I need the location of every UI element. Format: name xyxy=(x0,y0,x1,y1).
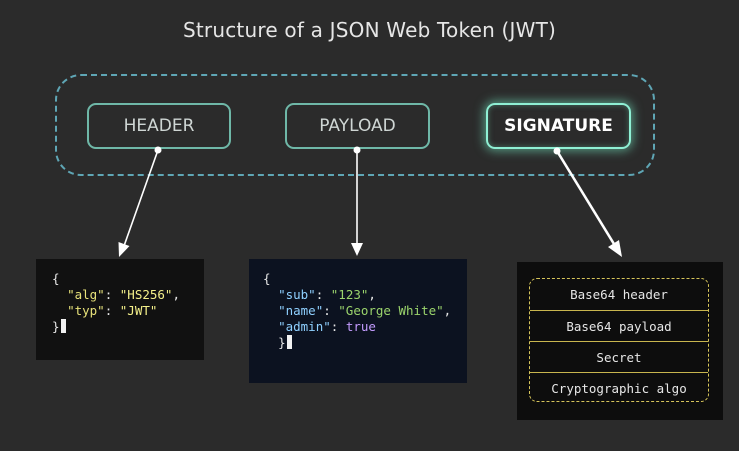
sub-value: "123" xyxy=(330,287,369,302)
name-key: "name" xyxy=(278,303,324,318)
signature-components-box: Base64 header Base64 payload Secret Cryp… xyxy=(529,278,709,402)
sub-key: "sub" xyxy=(278,287,316,302)
brace-close: } xyxy=(52,319,60,334)
signature-component: Base64 header xyxy=(570,287,668,302)
text-cursor xyxy=(60,319,66,333)
signature-component: Base64 payload xyxy=(530,310,708,341)
name-value: "George White" xyxy=(338,303,444,318)
admin-value: true xyxy=(345,319,376,334)
payload-json-panel: { "sub": "123", "name": "George White", … xyxy=(249,259,467,383)
page-title: Structure of a JSON Web Token (JWT) xyxy=(182,18,556,42)
alg-value: "HS256" xyxy=(119,287,173,302)
header-json-panel: { "alg": "HS256", "typ": "JWT" } xyxy=(36,259,204,360)
header-part-box: HEADER xyxy=(87,103,231,149)
signature-component: Secret xyxy=(530,341,708,372)
alg-key: "alg" xyxy=(67,287,105,302)
signature-panel: Base64 header Base64 payload Secret Cryp… xyxy=(517,262,723,420)
text-cursor xyxy=(286,335,292,349)
signature-component: Cryptographic algo xyxy=(530,372,708,403)
brace-open: { xyxy=(263,271,271,286)
typ-key: "typ" xyxy=(67,303,105,318)
signature-part-box: SIGNATURE xyxy=(486,103,631,149)
payload-part-box: PAYLOAD xyxy=(285,103,430,149)
admin-key: "admin" xyxy=(278,319,331,334)
brace-open: { xyxy=(52,271,60,286)
jwt-parts-group xyxy=(55,74,655,176)
brace-close: } xyxy=(278,335,286,350)
typ-value: "JWT" xyxy=(119,303,158,318)
